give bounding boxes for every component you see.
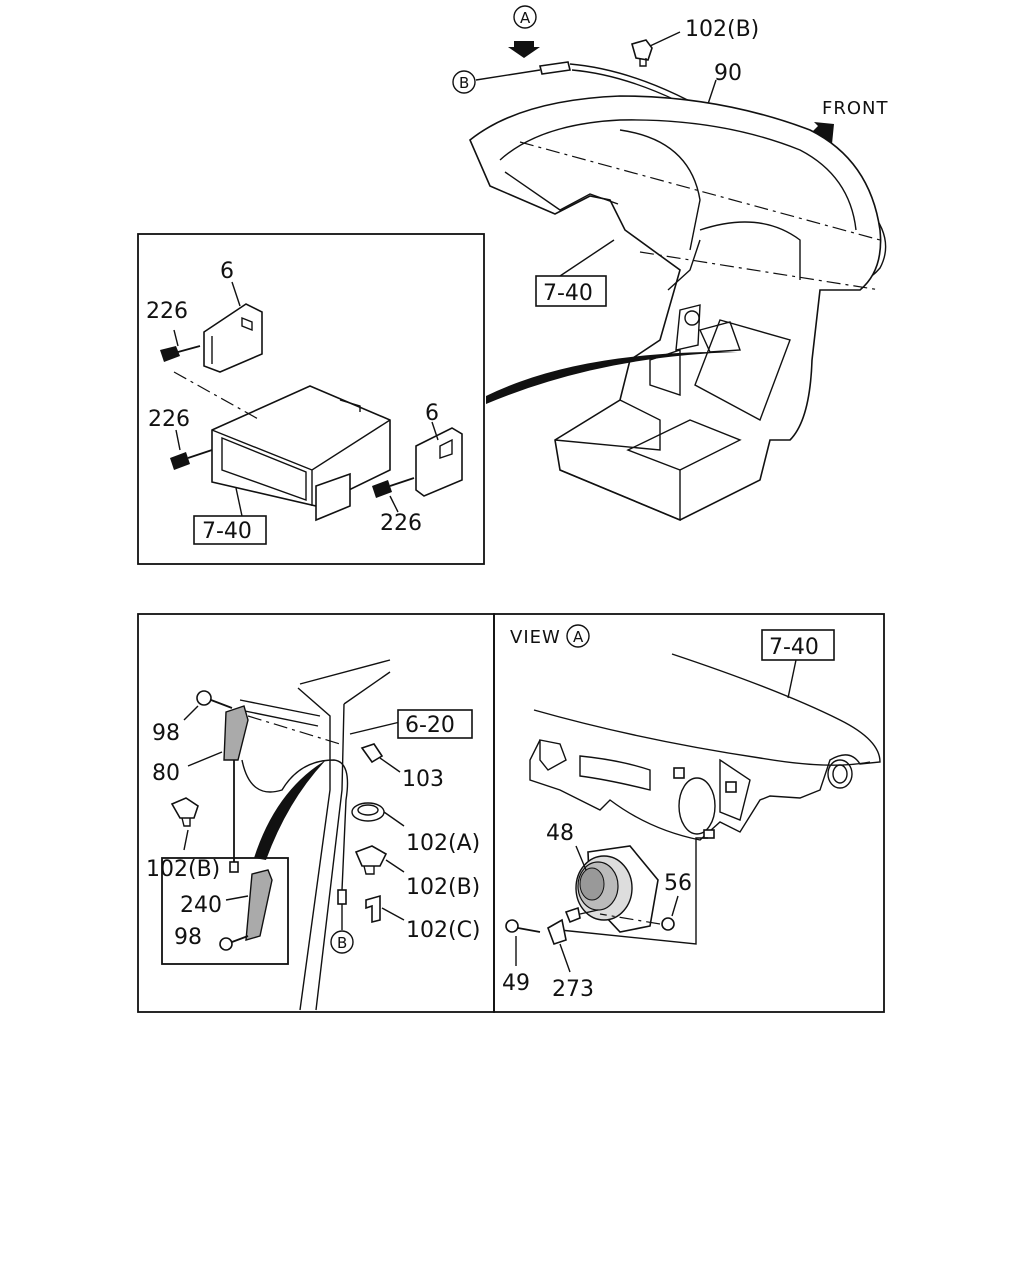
top-assembly: A 102(B) B 90 FRONT bbox=[452, 5, 889, 522]
callout-49: 49 bbox=[502, 971, 530, 996]
callout-80: 80 bbox=[152, 761, 180, 786]
callout-102c: 102(C) bbox=[406, 918, 481, 943]
instrument-panel: 7-40 bbox=[469, 95, 882, 522]
callout-6-20: 6-20 bbox=[405, 713, 455, 738]
cable-b-letter-left: B bbox=[337, 934, 347, 952]
callout-7-40-view: 7-40 bbox=[769, 635, 819, 660]
callout-226-mid: 226 bbox=[148, 407, 190, 432]
pocket-inset: 6 226 226 6 226 7-40 bbox=[137, 233, 485, 565]
callout-240: 240 bbox=[180, 893, 222, 918]
clip-102b-top: 102(B) bbox=[631, 17, 759, 67]
pillar-panel: 98 80 B 102(B) 240 98 6-20 bbox=[137, 613, 495, 1013]
callout-48: 48 bbox=[546, 821, 574, 846]
callout-102b-top: 102(B) bbox=[685, 17, 759, 42]
callout-102a: 102(A) bbox=[406, 831, 480, 856]
callout-226-top: 226 bbox=[146, 299, 188, 324]
callout-7-40-inset: 7-40 bbox=[202, 519, 252, 544]
view-a-panel: VIEW A 7-40 48 56 bbox=[493, 613, 885, 1013]
view-a-arrow: A bbox=[508, 5, 540, 58]
callout-6-top: 6 bbox=[220, 259, 234, 284]
cable-b-letter: B bbox=[459, 74, 469, 92]
callout-98-bottom: 98 bbox=[174, 925, 202, 950]
view-label: VIEW bbox=[510, 627, 561, 648]
callout-90: 90 bbox=[714, 61, 742, 86]
callout-7-40-dash: 7-40 bbox=[543, 281, 593, 306]
callout-102b-right: 102(B) bbox=[406, 875, 480, 900]
view-a-letter: A bbox=[520, 9, 531, 27]
callout-98-top: 98 bbox=[152, 721, 180, 746]
inset-leader bbox=[486, 351, 738, 404]
speaker-48: 48 bbox=[546, 821, 659, 933]
view-circle-letter: A bbox=[573, 628, 584, 646]
callout-6-right: 6 bbox=[425, 401, 439, 426]
callout-56: 56 bbox=[664, 871, 692, 896]
callout-273: 273 bbox=[552, 977, 594, 1002]
callout-103: 103 bbox=[402, 767, 444, 792]
callout-102b-left: 102(B) bbox=[146, 857, 220, 882]
front-label: FRONT bbox=[822, 98, 889, 119]
callout-226-bottom: 226 bbox=[380, 511, 422, 536]
